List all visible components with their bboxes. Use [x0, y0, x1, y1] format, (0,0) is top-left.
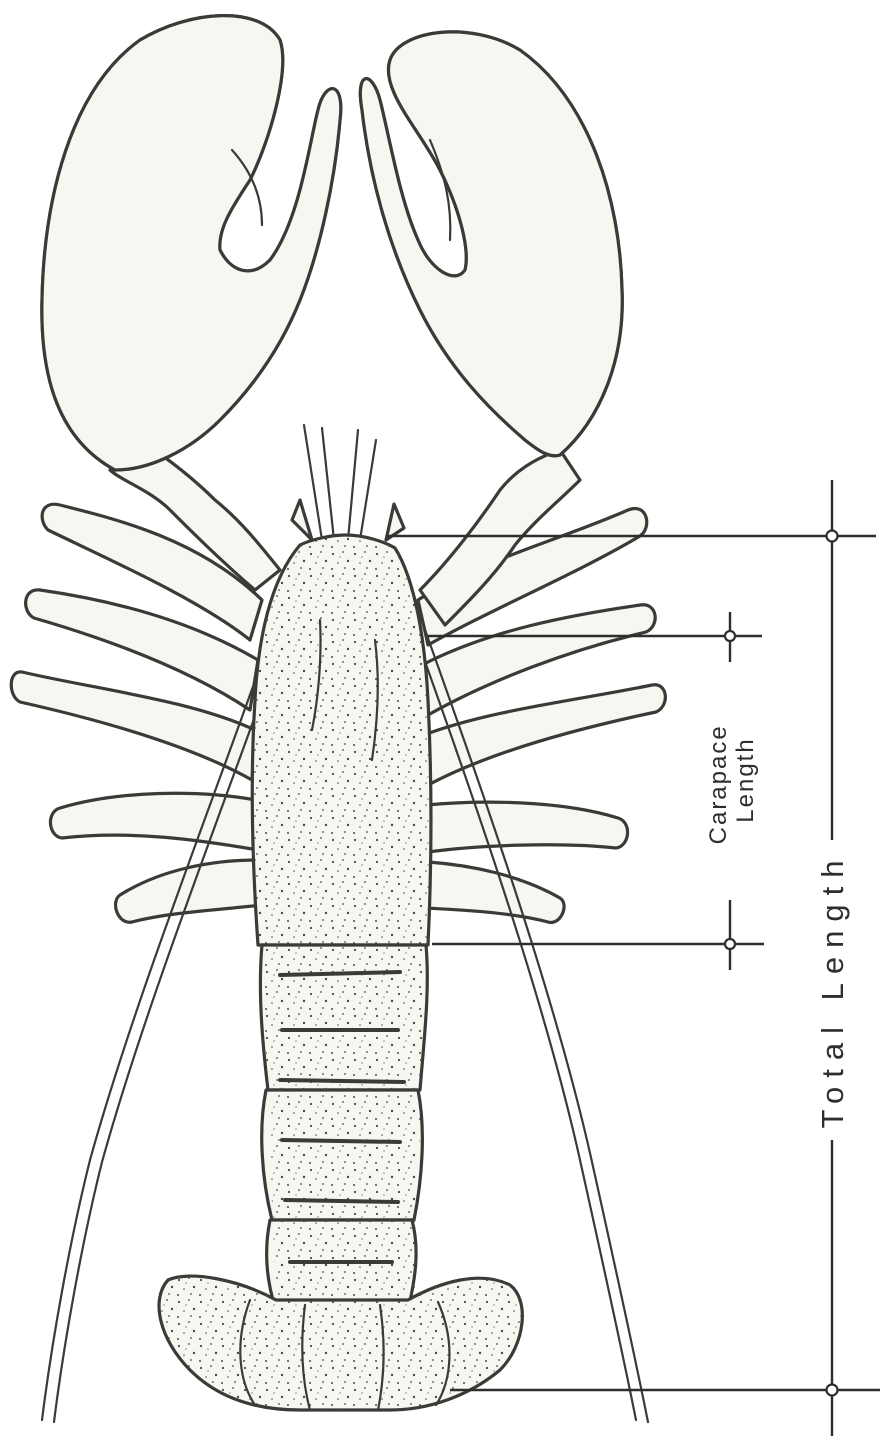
carapace-length-bottom-marker	[725, 939, 735, 949]
total-length-label: Total Length	[815, 852, 850, 1129]
left-claw	[42, 16, 341, 590]
carapace	[252, 535, 431, 945]
total-length-top-marker	[827, 531, 838, 542]
carapace-label-line2: Length	[732, 737, 759, 822]
carapace-length-top-marker	[725, 631, 735, 641]
abdomen	[260, 945, 427, 1310]
antennules	[292, 425, 404, 540]
lobster-drawing	[11, 16, 665, 1422]
carapace-label-line1: Carapace	[705, 724, 732, 844]
carapace-length-label: Carapace Length	[705, 716, 759, 845]
total-length-bottom-marker	[827, 1385, 838, 1396]
left-walking-legs	[11, 504, 262, 922]
